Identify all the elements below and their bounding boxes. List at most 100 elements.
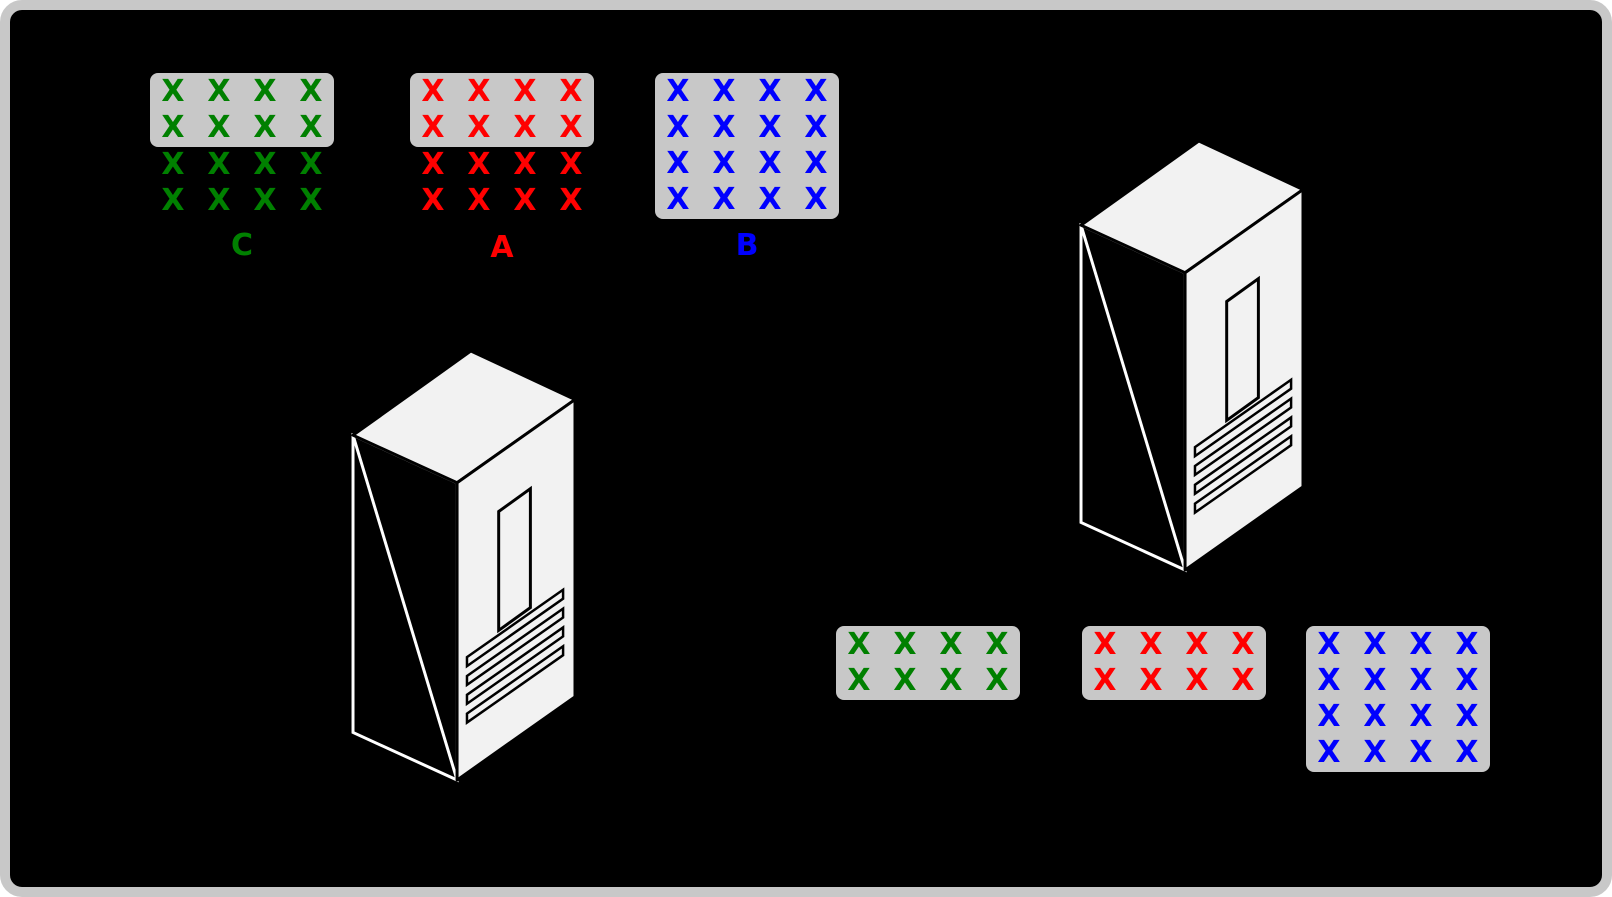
x-mark: X (804, 146, 828, 181)
x-mark: X (253, 74, 277, 109)
x-mark: X (467, 74, 491, 109)
x-mark: X (207, 147, 231, 182)
x-mark: X (253, 147, 277, 182)
x-mark: X (467, 110, 491, 145)
x-mark: X (666, 74, 690, 109)
x-mark: X (893, 627, 917, 662)
x-mark: X (467, 183, 491, 218)
x-mark: X (513, 183, 537, 218)
x-mark: X (299, 110, 323, 145)
x-mark: X (1185, 663, 1209, 698)
computer-tower-left-icon (348, 348, 580, 784)
x-mark: X (712, 182, 736, 217)
x-mark: X (1409, 699, 1433, 734)
x-mark: X (1093, 663, 1117, 698)
x-mark: X (1455, 627, 1479, 662)
x-mark: X (161, 110, 185, 145)
x-mark: X (1317, 627, 1341, 662)
x-mark: X (1093, 627, 1117, 662)
x-mark: X (299, 74, 323, 109)
x-mark: X (1363, 663, 1387, 698)
x-mark: X (804, 110, 828, 145)
x-mark: X (513, 110, 537, 145)
x-mark: X (847, 627, 871, 662)
x-mark: X (207, 74, 231, 109)
x-mark: X (804, 74, 828, 109)
x-mark: X (513, 147, 537, 182)
x-mark: X (847, 663, 871, 698)
x-mark: X (1139, 663, 1163, 698)
x-mark: X (893, 663, 917, 698)
x-mark: X (161, 74, 185, 109)
x-mark: X (712, 74, 736, 109)
x-mark: X (161, 147, 185, 182)
x-mark: X (1363, 735, 1387, 770)
x-mark: X (299, 147, 323, 182)
x-mark: X (253, 183, 277, 218)
x-mark: X (1455, 663, 1479, 698)
x-mark: X (985, 627, 1009, 662)
x-mark: X (666, 182, 690, 217)
x-mark: X (1363, 699, 1387, 734)
x-mark: X (1139, 627, 1163, 662)
x-mark: X (1455, 735, 1479, 770)
x-mark: X (758, 146, 782, 181)
x-mark: X (985, 663, 1009, 698)
x-mark: X (299, 183, 323, 218)
computer-tower-right-icon (1076, 138, 1308, 574)
x-mark: X (1455, 699, 1479, 734)
group-label-c: C (230, 228, 254, 263)
x-mark: X (467, 147, 491, 182)
x-mark: X (1317, 699, 1341, 734)
x-mark: X (1317, 663, 1341, 698)
x-mark: X (161, 183, 185, 218)
x-mark: X (712, 110, 736, 145)
x-mark: X (939, 627, 963, 662)
x-mark: X (421, 110, 445, 145)
x-mark: X (1409, 735, 1433, 770)
x-mark: X (1317, 735, 1341, 770)
x-mark: X (758, 182, 782, 217)
x-mark: X (666, 110, 690, 145)
x-mark: X (758, 74, 782, 109)
x-mark: X (421, 74, 445, 109)
group-label-b: B (735, 228, 759, 263)
x-mark: X (1231, 627, 1255, 662)
x-mark: X (513, 74, 537, 109)
x-mark: X (1363, 627, 1387, 662)
x-mark: X (758, 110, 782, 145)
x-mark: X (559, 74, 583, 109)
x-mark: X (207, 183, 231, 218)
